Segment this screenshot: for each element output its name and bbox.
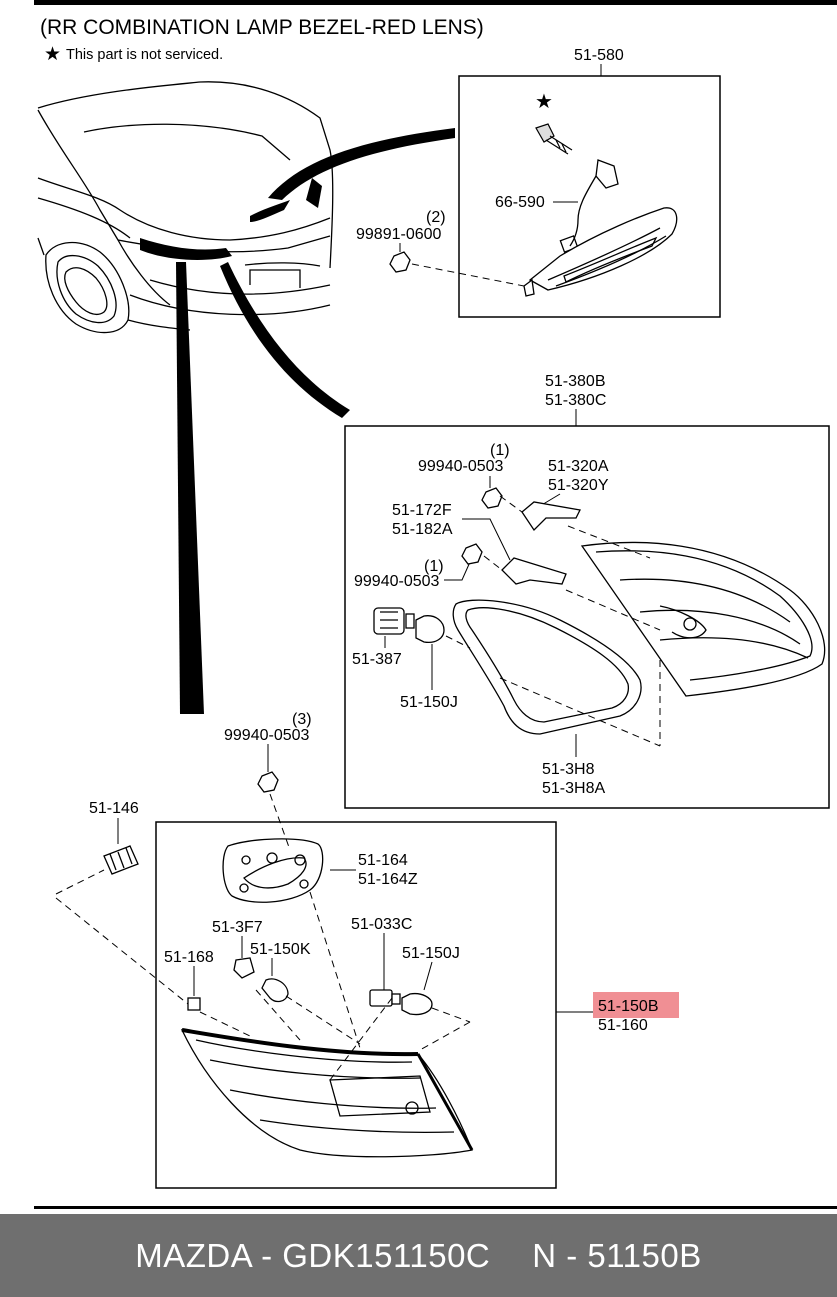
label-nut-c-pn: 99940-0503 — [224, 727, 310, 744]
star-icon: ★ — [535, 89, 553, 113]
bulb-150k-icon — [261, 978, 289, 1003]
label-51-320y: 51-320Y — [548, 477, 609, 494]
inner-assembly-box — [344, 425, 830, 809]
label-51-3h8: 51-3H8 — [542, 761, 595, 778]
bottom-rule — [34, 1206, 837, 1209]
outer-dash-lines — [55, 793, 471, 1081]
label-51-160: 51-160 — [598, 1017, 648, 1034]
label-51-150j-outer: 51-150J — [402, 945, 460, 962]
leader-swoosh-high-mount — [268, 128, 455, 200]
nut-a-icon — [481, 487, 503, 509]
leader-nut-b — [444, 561, 471, 581]
bulb-inner-icon — [415, 615, 445, 644]
outer-lens-icon — [180, 1028, 474, 1158]
socket-51-146-icon — [103, 845, 139, 875]
label-51-150k: 51-150K — [250, 941, 311, 958]
inner-lens-icon — [580, 541, 826, 697]
label-nut-c-qty: (3) — [292, 711, 312, 728]
label-nut-b-pn: 99940-0503 — [354, 573, 440, 590]
outer-assembly-box — [155, 821, 557, 1189]
label-51-380c: 51-380C — [545, 392, 606, 409]
high-mount-lamp-icon — [523, 207, 678, 297]
top-border — [34, 0, 837, 5]
high-mount-box — [458, 75, 721, 318]
label-nut-top-qty: (2) — [426, 209, 446, 226]
parts-diagram: (RR COMBINATION LAMP BEZEL-RED LENS) ★ T… — [34, 0, 837, 1209]
note-star-icon: ★ — [44, 44, 61, 65]
nut-c-icon — [257, 771, 279, 793]
label-51-172f: 51-172F — [392, 502, 452, 519]
socket-51-387-icon — [373, 607, 415, 635]
label-51-380b: 51-380B — [545, 373, 606, 390]
brand-part-number: MAZDA - GDK151150C — [135, 1236, 491, 1274]
car-right-lamp — [306, 178, 322, 208]
screw-icon — [535, 123, 573, 155]
bulb-150j-outer-icon — [401, 992, 433, 1016]
label-51-168: 51-168 — [164, 949, 214, 966]
note-text: This part is not serviced. — [66, 47, 223, 63]
label-51-146: 51-146 — [89, 800, 139, 817]
label-51-580: 51-580 — [574, 47, 624, 64]
label-nut-b-qty: (1) — [424, 558, 444, 575]
inner-dash-lines — [445, 495, 661, 747]
car-tail-lamp — [140, 238, 232, 260]
label-51-150j-inner: 51-150J — [400, 694, 458, 711]
label-51-387: 51-387 — [352, 651, 402, 668]
label-nut-a-qty: (1) — [490, 442, 510, 459]
clip-51-168-icon — [187, 997, 201, 1011]
inner-gasket-icon — [452, 599, 642, 735]
label-51-182a: 51-182A — [392, 521, 453, 538]
socket-51-033c-icon — [369, 989, 401, 1007]
harness-icon — [559, 159, 619, 253]
label-51-164: 51-164 — [358, 852, 408, 869]
leader-swoosh-inner — [220, 262, 350, 418]
label-nut-a-pn: 99940-0503 — [418, 458, 504, 475]
highlight-51-150b — [593, 992, 679, 1018]
diagram-title: (RR COMBINATION LAMP BEZEL-RED LENS) — [40, 16, 484, 39]
label-51-164z: 51-164Z — [358, 871, 418, 888]
part-number-footer: MAZDA - GDK151150C N - 51150B — [0, 1214, 837, 1297]
bracket-a-icon — [521, 501, 581, 532]
label-66-590: 66-590 — [495, 194, 545, 211]
label-99891-0600: 99891-0600 — [356, 226, 442, 243]
label-51-033c: 51-033C — [351, 916, 412, 933]
car-center-lamp — [250, 200, 290, 222]
label-51-3h8a: 51-3H8A — [542, 780, 605, 797]
leader-51-150j-outer — [423, 961, 433, 991]
nut-b-icon — [461, 543, 483, 565]
oem-part-number: N - 51150B — [532, 1236, 702, 1274]
leader-51-172f — [462, 518, 511, 561]
label-51-150b: 51-150B — [598, 998, 659, 1015]
dash-nut-top — [411, 263, 525, 287]
socket-51-3f7-icon — [233, 957, 255, 979]
label-51-3f7: 51-3F7 — [212, 919, 263, 936]
label-51-320a: 51-320A — [548, 458, 609, 475]
bracket-b-icon — [501, 557, 567, 585]
outer-gasket-icon — [222, 838, 324, 903]
nut-top-icon — [389, 251, 411, 273]
leader-swoosh-outer — [176, 262, 204, 714]
